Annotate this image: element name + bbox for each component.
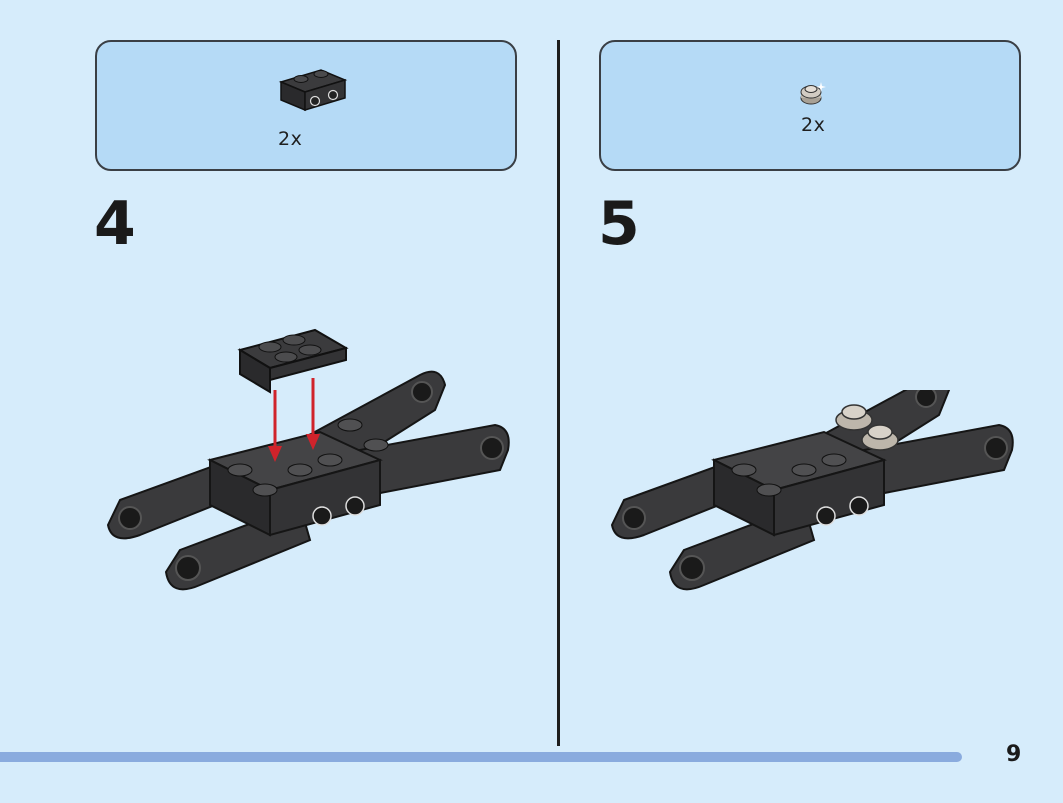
parts-callout-step-5: 2x	[599, 40, 1021, 171]
black-bracket-plate-icon	[278, 69, 348, 112]
step-number-4: 4	[94, 189, 136, 259]
step-4-assembly-illustration	[106, 328, 510, 591]
step-number-5: 5	[598, 189, 640, 259]
page-progress-bar	[0, 752, 962, 762]
tan-round-plate-icon	[800, 82, 826, 105]
parts-callout-step-4: 2x	[95, 40, 517, 171]
part-quantity: 2x	[278, 128, 303, 150]
part-quantity: 2x	[801, 114, 826, 136]
page-number: 9	[1006, 742, 1022, 767]
step-divider	[557, 40, 560, 746]
step-5-assembly-illustration	[610, 390, 1014, 591]
